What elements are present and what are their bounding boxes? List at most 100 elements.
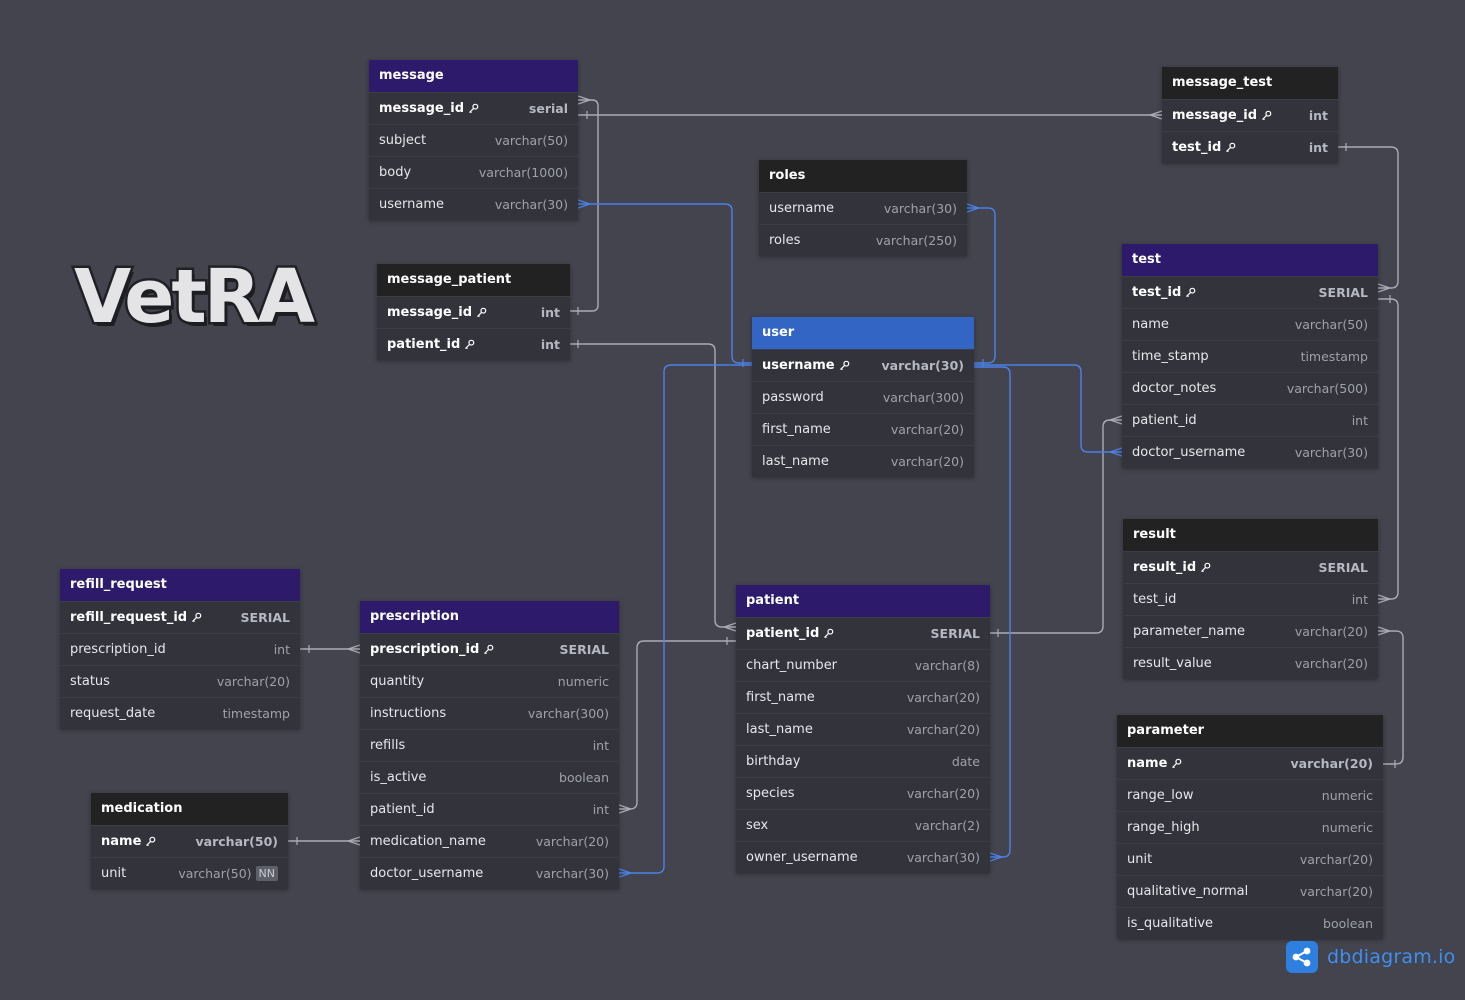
table-header[interactable]: message_patient	[377, 264, 570, 296]
column-name-text: result_id	[1133, 560, 1197, 575]
rel-user-test[interactable]	[974, 364, 1122, 453]
table-header[interactable]: parameter	[1117, 715, 1383, 747]
column-name-text: range_low	[1127, 788, 1194, 803]
column-name-text: doctor_notes	[1132, 381, 1217, 396]
column-name: message_id	[387, 305, 487, 320]
table-header[interactable]: message_test	[1162, 67, 1338, 99]
table-header[interactable]: roles	[759, 160, 967, 192]
table-row[interactable]: quantity numeric	[360, 665, 619, 697]
table-header[interactable]: result	[1123, 519, 1378, 551]
column-type: SERIAL	[560, 642, 609, 657]
column-name: patient_id	[1132, 413, 1197, 428]
column-type: varchar(30)	[882, 358, 964, 373]
table-header[interactable]: patient	[736, 585, 990, 617]
column-name-text: last_name	[746, 722, 813, 737]
rel-patient-prescription[interactable]	[619, 640, 736, 810]
table-header[interactable]: prescription	[360, 601, 619, 633]
column-name: username	[769, 201, 834, 216]
rel-user-prescription[interactable]	[619, 364, 752, 874]
column-type-text: varchar(30)	[1294, 445, 1368, 460]
key-icon	[819, 628, 834, 639]
table-header[interactable]: refill_request	[60, 569, 300, 601]
column-name: is_active	[370, 770, 426, 785]
rel-message-patient-patient[interactable]	[570, 343, 736, 628]
column-type: varchar(300)	[528, 706, 609, 721]
table-header[interactable]: message	[369, 60, 578, 92]
rel-patient-test[interactable]	[990, 419, 1122, 634]
table-header[interactable]: user	[752, 317, 974, 349]
rel-test-result[interactable]	[1378, 298, 1399, 600]
rel-user-message[interactable]	[578, 203, 752, 364]
column-type-text: SERIAL	[240, 610, 290, 625]
dbdiagram-brand-link[interactable]: dbdiagram.io	[1286, 941, 1455, 973]
column-name: quantity	[370, 674, 424, 689]
table-header[interactable]: medication	[91, 793, 288, 825]
column-type-text: numeric	[557, 674, 609, 689]
table-header[interactable]: test	[1122, 244, 1378, 276]
